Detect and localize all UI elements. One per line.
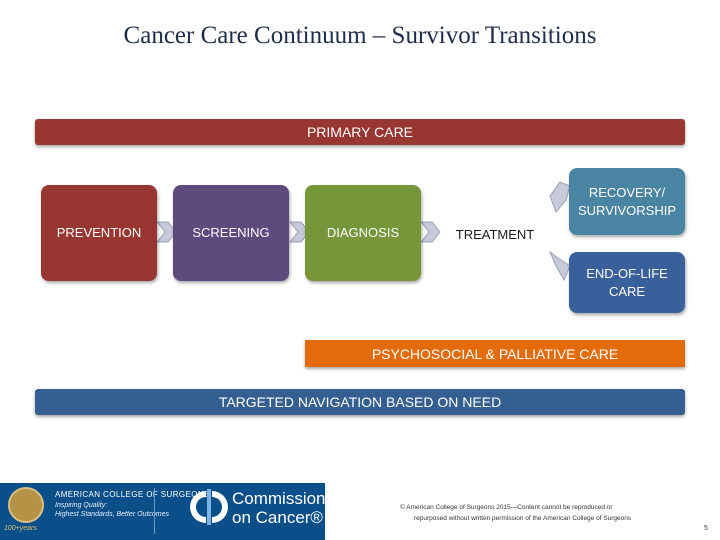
- stage-end-of-life-label: END-OF-LIFE CARE: [586, 265, 668, 299]
- coc-line2: on Cancer®: [232, 507, 323, 527]
- copyright-line2: repurposed without written permission of…: [414, 515, 632, 523]
- coc-logo-icon: [190, 489, 228, 525]
- slide-title: Cancer Care Continuum – Survivor Transit…: [123, 22, 597, 49]
- copyright-notice: © American College of Surgeons 2015—Cont…: [400, 502, 700, 524]
- connector-diagnosis-treatment: [419, 221, 441, 243]
- stage-diagnosis: DIAGNOSIS: [305, 185, 421, 281]
- primary-care-bar: PRIMARY CARE: [35, 119, 685, 145]
- connector-prevention-screening: [155, 221, 177, 243]
- coc-name: Commission on Cancer®: [232, 489, 326, 527]
- stage-treatment: TREATMENT: [437, 221, 553, 247]
- flow-connectors: [155, 181, 571, 282]
- stage-screening-label: SCREENING: [192, 225, 270, 241]
- acs-tagline: Inspiring Quality: Highest Standards, Be…: [55, 502, 169, 520]
- years-badge: 100+years: [4, 525, 37, 532]
- navigation-label: TARGETED NAVIGATION BASED ON NEED: [218, 394, 502, 410]
- psychosocial-bar: PSYCHOSOCIAL & PALLIATIVE CARE: [305, 340, 685, 367]
- navigation-bar: TARGETED NAVIGATION BASED ON NEED: [35, 389, 685, 415]
- connector-treatment-eol: [548, 250, 571, 282]
- copyright-line1: © American College of Surgeons 2015—Cont…: [400, 504, 613, 511]
- psychosocial-label: PSYCHOSOCIAL & PALLIATIVE CARE: [371, 345, 619, 362]
- footer-divider: [154, 488, 155, 534]
- stage-end-of-life: END-OF-LIFE CARE: [569, 252, 685, 313]
- stage-prevention: PREVENTION: [41, 185, 157, 281]
- stage-screening: SCREENING: [173, 185, 289, 281]
- connector-screening-diagnosis: [288, 221, 310, 243]
- acs-seal-icon: [8, 487, 44, 523]
- stage-recovery-survivorship: RECOVERY/ SURVIVORSHIP: [569, 168, 685, 235]
- primary-care-label: PRIMARY CARE: [306, 124, 414, 140]
- stage-diagnosis-label: DIAGNOSIS: [326, 225, 400, 241]
- page-number: 5: [704, 525, 708, 532]
- stage-recovery-label: RECOVERY/ SURVIVORSHIP: [577, 184, 676, 218]
- acs-tagline-line2: Highest Standards, Better Outcomes: [55, 510, 169, 518]
- footer-logo-band: [0, 483, 325, 540]
- acs-tagline-line1: Inspiring Quality:: [55, 502, 108, 509]
- acs-name: AMERICAN COLLEGE OF SURGEONS: [55, 490, 210, 499]
- stage-treatment-label: TREATMENT: [455, 226, 535, 242]
- connector-treatment-recovery: [549, 181, 571, 213]
- stage-prevention-label: PREVENTION: [56, 225, 142, 241]
- coc-line1: Commission: [232, 489, 326, 508]
